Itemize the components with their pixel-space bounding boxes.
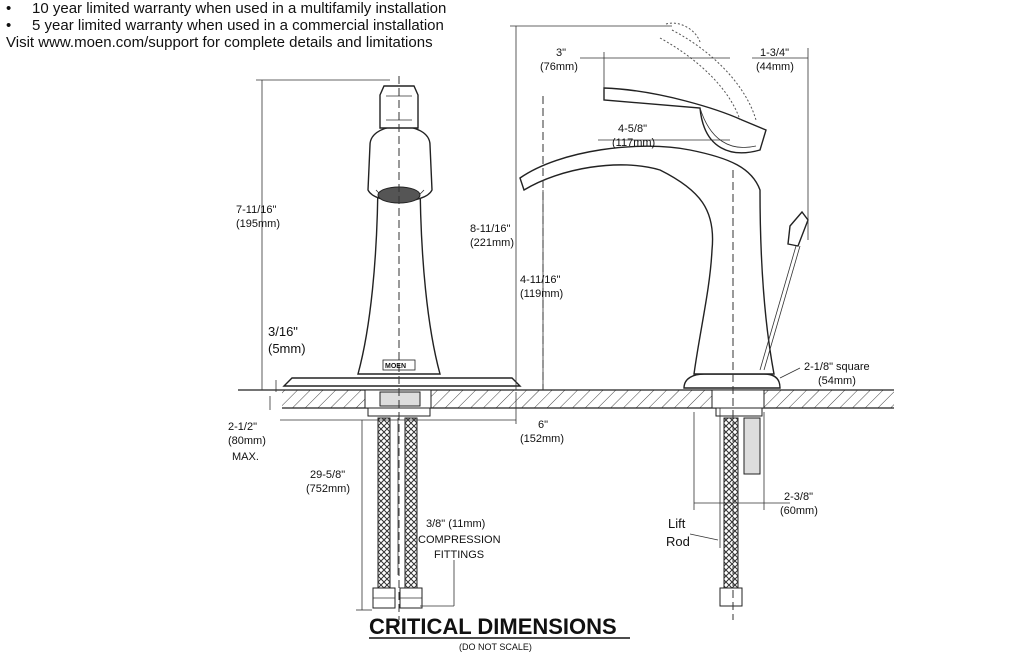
bullet: • (6, 17, 12, 34)
warranty-support-link-text: Visit www.moen.com/support for complete … (6, 34, 433, 51)
height-mm-label: (195mm) (236, 218, 280, 230)
dimension-labels: 7-11/16" (195mm) 3/16" (5mm) 2-1/2" (80m… (228, 47, 870, 561)
spout-reach-label: 4-5/8" (618, 123, 647, 135)
spread-mm-label: (152mm) (520, 433, 564, 445)
shank-spacing-mm-label: (60mm) (780, 505, 818, 517)
fittings-label: FITTINGS (434, 549, 484, 561)
overall-height-label: 8-11/16" (470, 223, 510, 235)
warranty-line-commercial: • 5 year limited warranty when used in a… (6, 17, 446, 34)
page-title: CRITICAL DIMENSIONS (369, 614, 617, 639)
supply-label: 29-5/8" (310, 469, 345, 481)
height-label: 7-11/16" (236, 204, 276, 216)
brand-logo-text: MOEN (385, 363, 406, 370)
faucet-side-view (519, 22, 809, 607)
countertop (238, 389, 894, 409)
handle-offset-label: 1-3/4" (760, 47, 789, 59)
page-subtitle: (DO NOT SCALE) (459, 642, 532, 652)
spread-label: 6" (538, 419, 548, 431)
base-square-mm-label: (54mm) (818, 375, 856, 387)
base-label: 3/16" (268, 324, 298, 339)
bullet: • (6, 0, 12, 17)
warranty-text: 5 year limited warranty when used in a c… (32, 17, 444, 34)
warranty-notes: • 10 year limited warranty when used in … (6, 0, 446, 51)
spout-height-label: 4-11/16" (520, 274, 560, 286)
handle-width-label: 3" (556, 47, 566, 59)
drawing-title: CRITICAL DIMENSIONS (DO NOT SCALE) (369, 614, 630, 652)
handle-width-mm-label: (76mm) (540, 61, 578, 73)
handle-offset-mm-label: (44mm) (756, 61, 794, 73)
deck-max-label: MAX. (232, 451, 259, 463)
shank-spacing-label: 2-3/8" (784, 491, 813, 503)
lift-rod-label-2: Rod (666, 534, 690, 549)
dimension-lines (256, 25, 809, 611)
base-square-label: 2-1/8" square (804, 361, 870, 373)
lift-rod-label: Lift (668, 516, 686, 531)
spout-reach-mm-label: (117mm) (612, 137, 655, 149)
base-mm-label: (5mm) (268, 341, 306, 356)
warranty-line-multifamily: • 10 year limited warranty when used in … (6, 0, 446, 17)
fittings-type-label: COMPRESSION (418, 534, 501, 546)
fittings-size-label: 3/8" (11mm) (426, 518, 485, 530)
deck-mm-label: (80mm) (228, 435, 266, 447)
warranty-text: 10 year limited warranty when used in a … (32, 0, 447, 17)
deck-label: 2-1/2" (228, 421, 257, 433)
overall-height-mm-label: (221mm) (470, 237, 514, 249)
spout-height-mm-label: (119mm) (520, 288, 563, 300)
supply-mm-label: (752mm) (306, 483, 350, 495)
